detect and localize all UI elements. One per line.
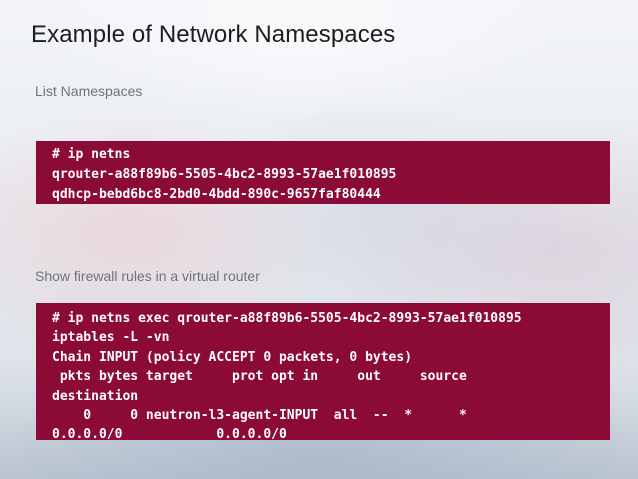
code-block-firewall-rules: # ip netns exec qrouter-a88f89b6-5505-4b…	[36, 303, 610, 442]
section-label-firewall-rules: Show firewall rules in a virtual router	[35, 268, 260, 284]
code-line: Chain INPUT (policy ACCEPT 0 packets, 0 …	[52, 349, 413, 365]
code-line: iptables -L -vn	[52, 330, 170, 346]
code-line: pkts bytes target prot opt in out source	[52, 369, 467, 385]
section-label-list-namespaces: List Namespaces	[35, 83, 143, 99]
code-block-list-namespaces: # ip netns qrouter-a88f89b6-5505-4bc2-89…	[36, 141, 610, 204]
code-line: 0 0 neutron-l3-agent-INPUT all -- * *	[52, 408, 467, 424]
slide-title: Example of Network Namespaces	[31, 21, 396, 48]
code-line: qdhcp-bebd6bc8-2bd0-4bdd-890c-9657faf804…	[52, 187, 381, 202]
code-line: 0.0.0.0/0 0.0.0.0/0	[52, 427, 287, 443]
code-line: # ip netns exec qrouter-a88f89b6-5505-4b…	[52, 311, 522, 326]
code-line: destination	[52, 388, 139, 404]
code-line: # ip netns	[52, 147, 131, 162]
code-line: qrouter-a88f89b6-5505-4bc2-8993-57ae1f01…	[52, 167, 397, 182]
